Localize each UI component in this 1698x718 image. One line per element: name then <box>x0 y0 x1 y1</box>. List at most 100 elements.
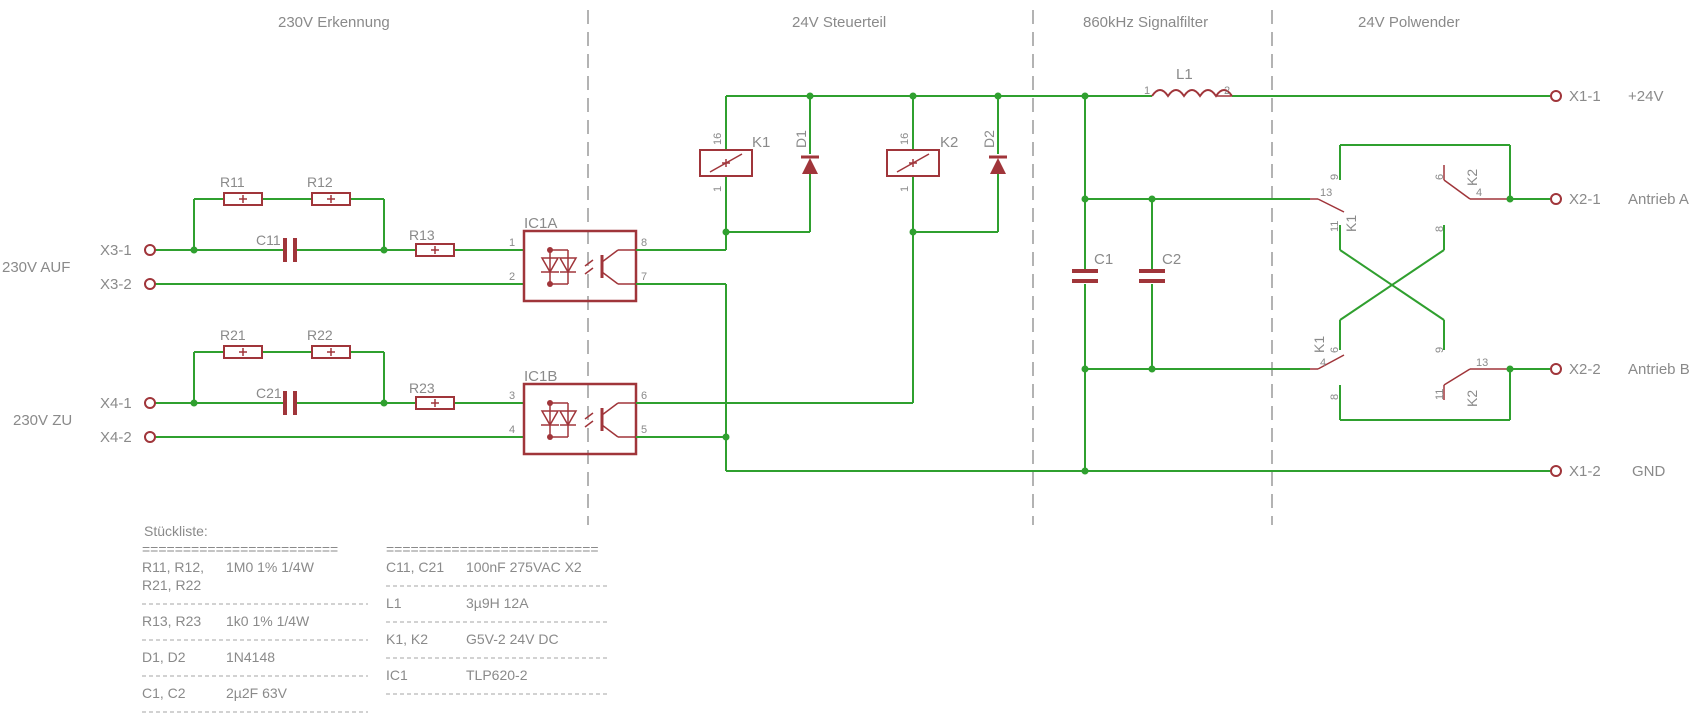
resistor-r13 <box>415 243 455 257</box>
relay-coil-k2 <box>886 149 940 177</box>
bom-right-ref-2: L1 <box>386 595 402 611</box>
pin-ic1b-3: 3 <box>509 390 515 402</box>
section-title-24v-polwender: 24V Polwender <box>1358 14 1460 31</box>
control-wiring <box>636 92 1550 472</box>
pin-ic1a-8: 8 <box>641 237 647 249</box>
bom-left-val-2: 1k0 1% 1/4W <box>226 613 310 629</box>
pin-k1-6: 6 <box>1329 347 1341 353</box>
pin-k2-13: 13 <box>1476 357 1488 369</box>
filter-wiring <box>1081 92 1550 475</box>
label-gnd: GND <box>1632 463 1666 480</box>
pin-k1-9: 9 <box>1329 174 1341 180</box>
section-title-230v-erkennung: 230V Erkennung <box>278 14 390 31</box>
optocoupler-ic1a <box>522 229 638 303</box>
input-wiring <box>150 198 524 438</box>
label-antrieb-a: Antrieb A <box>1628 191 1689 208</box>
connector-x3-1 <box>144 244 156 256</box>
label-x4-2: X4-2 <box>100 429 132 446</box>
label-r11: R11 <box>220 174 245 190</box>
label-ic1b: IC1B <box>524 368 557 385</box>
label-ic1a: IC1A <box>524 215 557 232</box>
label-c11: C11 <box>256 232 281 248</box>
bom-right-val-3: G5V-2 24V DC <box>466 631 559 647</box>
diode-d2 <box>989 155 1007 174</box>
pin-k1-4: 4 <box>1320 357 1326 369</box>
bom-left-val-1: 1M0 1% 1/4W <box>226 559 315 575</box>
inductor-l1 <box>1151 89 1233 98</box>
label-l1: L1 <box>1176 66 1193 83</box>
pin-ic1a-2: 2 <box>509 271 515 283</box>
bom-left-ref-3: D1, D2 <box>142 649 186 665</box>
capacitor-c11 <box>283 238 297 262</box>
diode-d1 <box>801 155 819 174</box>
bom-title: Stückliste: <box>144 523 208 539</box>
bom-right-ref-4: IC1 <box>386 667 408 683</box>
resistor-r22 <box>311 345 351 359</box>
label-k1-lower: K1 <box>1311 336 1327 353</box>
pin-k2-9: 9 <box>1434 347 1446 353</box>
bom-rule-right: ========================== <box>386 541 599 557</box>
section-title-signalfilter: 860kHz Signalfilter <box>1083 14 1208 31</box>
bom-right-val-4: TLP620-2 <box>466 667 528 683</box>
pin-k2-4: 4 <box>1476 187 1482 199</box>
label-x2-1: X2-1 <box>1569 191 1601 208</box>
pin-k2-11: 11 <box>1434 389 1446 400</box>
pin-ic1a-7: 7 <box>641 271 647 283</box>
bom-left-val-3: 1N4148 <box>226 649 275 665</box>
label-antrieb-b: Antrieb B <box>1628 361 1690 378</box>
label-k2: K2 <box>940 134 958 151</box>
label-r21: R21 <box>220 327 246 343</box>
pin-k2-6: 6 <box>1434 174 1446 180</box>
pin-ic1a-1: 1 <box>509 237 515 249</box>
label-r12: R12 <box>307 174 333 190</box>
capacitor-c21 <box>283 391 297 415</box>
bom-right-ref-3: K1, K2 <box>386 631 428 647</box>
pin-k1-8: 8 <box>1329 394 1341 400</box>
label-r23: R23 <box>409 380 435 396</box>
bom-left-ref-1b: R21, R22 <box>142 577 201 593</box>
label-x1-2: X1-2 <box>1569 463 1601 480</box>
label-k1-upper: K1 <box>1343 215 1359 232</box>
pin-k1-11: 11 <box>1329 221 1341 232</box>
bom-left-ref-2: R13, R23 <box>142 613 201 629</box>
label-d1: D1 <box>793 130 809 148</box>
label-plus-24v: +24V <box>1628 88 1663 105</box>
label-r13: R13 <box>409 227 435 243</box>
label-x3-2: X3-2 <box>100 276 132 293</box>
resistor-r11 <box>223 192 263 206</box>
label-x4-1: X4-1 <box>100 395 132 412</box>
label-230v-auf: 230V AUF <box>2 259 70 276</box>
polwender-wiring <box>1339 144 1550 421</box>
relay-coil-k1 <box>699 149 753 177</box>
label-k1: K1 <box>752 134 770 151</box>
pin-k1-1: 1 <box>712 186 724 192</box>
connector-x2-1 <box>1550 193 1562 205</box>
section-title-24v-steuerteil: 24V Steuerteil <box>792 14 886 31</box>
pin-l1-2: 2 <box>1224 85 1230 97</box>
connector-x3-2 <box>144 278 156 290</box>
bom-left-ref-4: C1, C2 <box>142 685 186 701</box>
pin-k1-16: 16 <box>712 133 724 145</box>
pin-ic1b-5: 5 <box>641 424 647 436</box>
pin-k1-13: 13 <box>1320 187 1332 199</box>
connector-x1-2 <box>1550 465 1562 477</box>
bom-left-ref-1: R11, R12, <box>142 559 204 575</box>
capacitor-c2 <box>1139 269 1165 283</box>
label-r22: R22 <box>307 327 333 343</box>
label-k2-upper: K2 <box>1464 169 1480 186</box>
bom-rule-left: ======================== <box>142 541 338 557</box>
label-c21: C21 <box>256 385 282 401</box>
pin-l1-1: 1 <box>1144 85 1150 97</box>
label-x3-1: X3-1 <box>100 242 132 259</box>
bom-right-val-1: 100nF 275VAC X2 <box>466 559 582 575</box>
label-c1: C1 <box>1094 251 1113 268</box>
pin-k2-1: 1 <box>899 186 911 192</box>
connector-x1-1 <box>1550 90 1562 102</box>
optocoupler-ic1b <box>522 382 638 456</box>
bom-left-val-4: 2µ2F 63V <box>226 685 288 701</box>
label-230v-zu: 230V ZU <box>13 412 72 429</box>
connector-x2-2 <box>1550 363 1562 375</box>
label-c2: C2 <box>1162 251 1181 268</box>
bom-right-ref-1: C11, C21 <box>386 559 444 575</box>
